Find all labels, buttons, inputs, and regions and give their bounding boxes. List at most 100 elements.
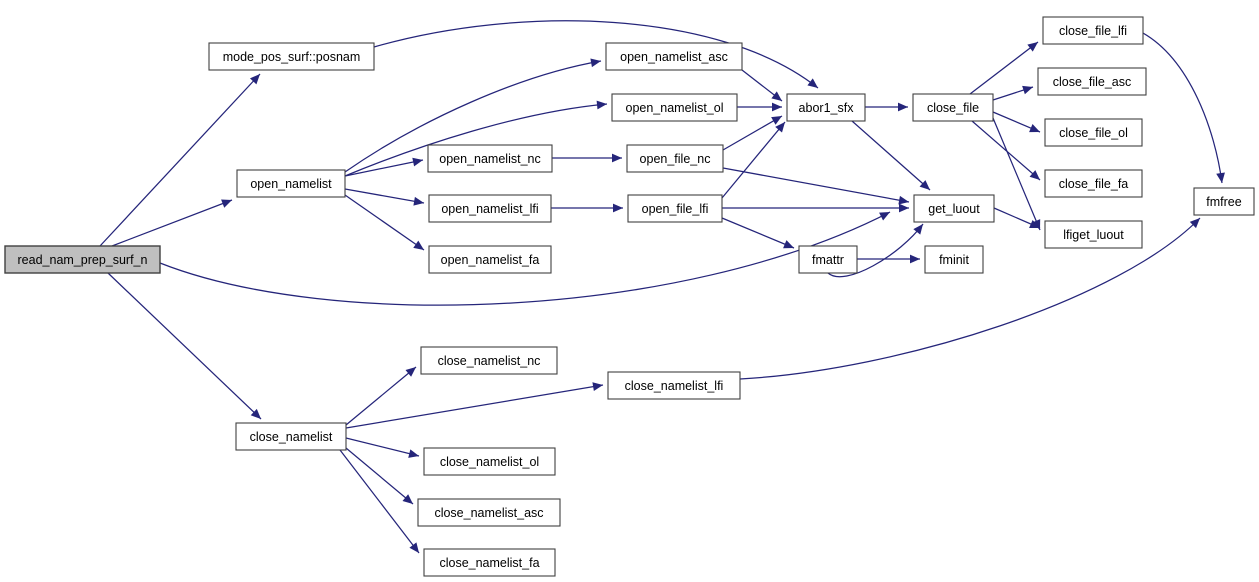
node-box[interactable] — [423, 548, 556, 577]
edge-line — [345, 437, 420, 457]
node-open_namelist[interactable]: open_namelist — [236, 169, 346, 198]
edge-open_namelist-to-open_namelist_lfi — [344, 188, 425, 206]
edge-open_namelist-to-open_namelist_fa — [344, 194, 425, 251]
node-abor1_sfx[interactable]: abor1_sfx — [786, 93, 866, 122]
edge-line — [851, 120, 931, 191]
node-box[interactable] — [1042, 16, 1144, 45]
node-get_luout[interactable]: get_luout — [913, 194, 995, 223]
node-close_namelist_fa[interactable]: close_namelist_fa — [423, 548, 556, 577]
node-open_file_lfi[interactable]: open_file_lfi — [627, 194, 723, 223]
node-box[interactable] — [611, 93, 738, 122]
node-label: close_namelist_ol — [440, 455, 539, 469]
node-box[interactable] — [1037, 67, 1147, 96]
node-close_namelist_ol[interactable]: close_namelist_ol — [423, 447, 556, 476]
node-box[interactable] — [605, 42, 743, 71]
arrowhead-icon — [613, 203, 623, 213]
node-lfiget_luout[interactable]: lfiget_luout — [1044, 220, 1143, 249]
node-box[interactable] — [1044, 220, 1143, 249]
node-open_file_nc[interactable]: open_file_nc — [626, 144, 724, 173]
node-label: close_namelist_nc — [438, 354, 541, 368]
node-fmattr[interactable]: fmattr — [798, 245, 858, 274]
edge-line — [345, 384, 604, 429]
node-box[interactable] — [235, 422, 347, 451]
node-mode_pos_surf_posnam[interactable]: mode_pos_surf::posnam — [208, 42, 375, 71]
edge-line — [344, 194, 425, 251]
node-close_namelist_lfi[interactable]: close_namelist_lfi — [607, 371, 741, 400]
node-box[interactable] — [786, 93, 866, 122]
node-label: open_namelist_lfi — [441, 202, 538, 216]
edge-line — [827, 223, 924, 278]
edge-read_nam_prep_surf_n-to-open_namelist — [111, 199, 233, 247]
node-box[interactable] — [420, 346, 558, 375]
edge-open_namelist-to-open_namelist_ol — [344, 100, 608, 177]
edge-close_namelist-to-close_namelist_fa — [339, 449, 420, 554]
node-label: mode_pos_surf::posnam — [223, 50, 361, 64]
edge-line — [159, 211, 891, 306]
node-box[interactable] — [417, 498, 561, 527]
edge-line — [721, 217, 795, 249]
node-close_file_fa[interactable]: close_file_fa — [1044, 169, 1143, 198]
node-label: close_namelist_asc — [434, 506, 543, 520]
edge-line — [107, 272, 262, 420]
node-box[interactable] — [1044, 169, 1143, 198]
node-box[interactable] — [427, 144, 553, 173]
edge-line — [344, 188, 425, 204]
node-box[interactable] — [208, 42, 375, 71]
node-label: fmfree — [1206, 195, 1241, 209]
node-box[interactable] — [924, 245, 984, 274]
node-box[interactable] — [428, 194, 552, 223]
node-close_namelist_nc[interactable]: close_namelist_nc — [420, 346, 558, 375]
node-box[interactable] — [607, 371, 741, 400]
node-box[interactable] — [913, 194, 995, 223]
node-open_namelist_asc[interactable]: open_namelist_asc — [605, 42, 743, 71]
node-label: abor1_sfx — [799, 101, 855, 115]
node-close_file_asc[interactable]: close_file_asc — [1037, 67, 1147, 96]
edge-abor1_sfx-to-close_file — [865, 102, 908, 112]
arrowhead-icon — [783, 240, 794, 249]
node-box[interactable] — [798, 245, 858, 274]
node-read_nam_prep_surf_n[interactable]: read_nam_prep_surf_n — [4, 245, 161, 274]
arrowhead-icon — [590, 58, 601, 68]
nodes-layer: read_nam_prep_surf_n mode_pos_surf::posna… — [4, 16, 1255, 577]
node-box[interactable] — [912, 93, 994, 122]
node-box[interactable] — [627, 194, 723, 223]
edge-close_file-to-close_file_lfi — [969, 41, 1039, 95]
edge-line — [721, 121, 786, 199]
node-open_namelist_nc[interactable]: open_namelist_nc — [427, 144, 553, 173]
node-close_file_ol[interactable]: close_file_ol — [1044, 118, 1143, 147]
node-fminit[interactable]: fminit — [924, 245, 984, 274]
node-box[interactable] — [423, 447, 556, 476]
edge-line — [344, 159, 424, 177]
node-box[interactable] — [626, 144, 724, 173]
arrowhead-icon — [1029, 219, 1040, 229]
edge-open_namelist_nc-to-open_file_nc — [552, 153, 622, 163]
node-label: open_namelist — [250, 177, 332, 191]
arrowhead-icon — [1029, 124, 1040, 133]
arrowhead-icon — [402, 494, 413, 504]
edge-line — [992, 117, 1041, 231]
node-box[interactable] — [1193, 187, 1255, 216]
node-fmfree[interactable]: fmfree — [1193, 187, 1255, 216]
node-box[interactable] — [4, 245, 161, 274]
node-label: close_file_ol — [1059, 126, 1128, 140]
node-open_namelist_lfi[interactable]: open_namelist_lfi — [428, 194, 552, 223]
node-box[interactable] — [236, 169, 346, 198]
arrowhead-icon — [1029, 170, 1040, 180]
node-label: close_file_lfi — [1059, 24, 1127, 38]
node-close_file[interactable]: close_file — [912, 93, 994, 122]
node-close_file_lfi[interactable]: close_file_lfi — [1042, 16, 1144, 45]
node-close_namelist_asc[interactable]: close_namelist_asc — [417, 498, 561, 527]
node-open_namelist_fa[interactable]: open_namelist_fa — [428, 245, 552, 274]
node-label: close_namelist_fa — [439, 556, 539, 570]
edge-line — [344, 60, 602, 173]
arrowhead-icon — [899, 203, 909, 213]
arrowhead-icon — [1027, 42, 1038, 52]
arrowhead-icon — [413, 240, 424, 250]
node-open_namelist_ol[interactable]: open_namelist_ol — [611, 93, 738, 122]
edge-close_namelist-to-close_namelist_lfi — [345, 382, 604, 429]
arrowhead-icon — [249, 74, 260, 85]
node-box[interactable] — [1044, 118, 1143, 147]
node-close_namelist[interactable]: close_namelist — [235, 422, 347, 451]
node-box[interactable] — [428, 245, 552, 274]
